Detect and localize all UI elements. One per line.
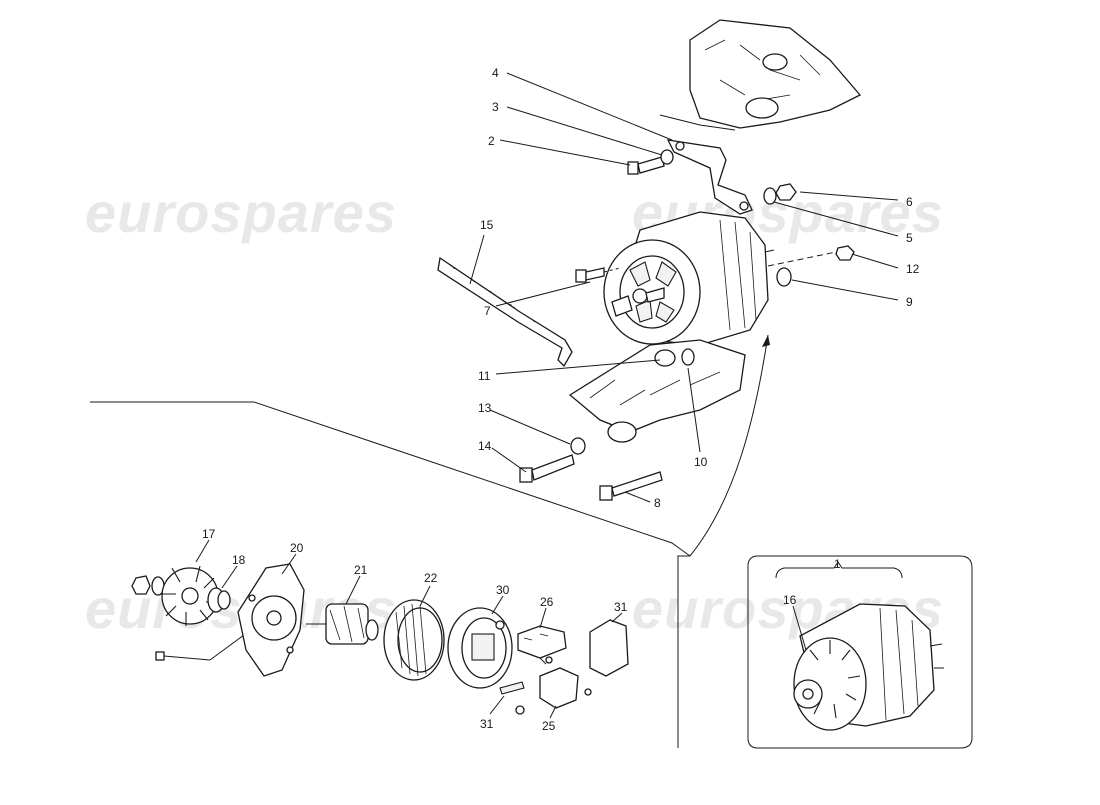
brush-holder-25: [539, 667, 592, 709]
callout-25: 25: [542, 719, 556, 733]
inset-panel: [747, 555, 973, 749]
bolt-2: [627, 156, 665, 175]
rear-housing-30: [447, 607, 513, 689]
callout-1: 1: [834, 557, 841, 571]
callout-12: 12: [906, 262, 920, 276]
through-bolt: [155, 634, 245, 661]
callout-3: 3: [492, 100, 499, 114]
callout-5: 5: [906, 231, 913, 245]
callout-8: 8: [654, 496, 661, 510]
nut-6: [775, 183, 797, 201]
fan-17: [161, 565, 219, 626]
callout-21: 21: [354, 563, 368, 577]
spacer-18: [207, 587, 231, 613]
lower-mount: [568, 339, 746, 443]
bolt-8: [599, 471, 663, 501]
washer-13: [570, 437, 586, 455]
cover-31: [589, 619, 629, 677]
leader-lines-bottom: [195, 539, 623, 719]
callout-7: 7: [484, 304, 491, 318]
bolt-14: [519, 454, 575, 483]
bolt-7: [575, 267, 621, 283]
callout-15: 15: [480, 218, 494, 232]
inset-alternator: [793, 603, 944, 731]
stator-22: [383, 599, 445, 681]
callout-16: 16: [783, 593, 797, 607]
leader-lines-top: [469, 72, 899, 503]
callout-26: 26: [540, 595, 554, 609]
callout-10: 10: [694, 455, 708, 469]
section-dividers: [90, 334, 770, 748]
watermarks: eurospares eurospares eurospares eurospa…: [85, 181, 943, 640]
callout-17: 17: [202, 527, 216, 541]
rotor-21: [306, 603, 379, 645]
callout-31-upper: 31: [614, 600, 628, 614]
alternator-main: [603, 211, 775, 346]
watermark-left-top: eurospares: [85, 181, 397, 244]
callout-31-lower: 31: [480, 717, 494, 731]
callout-13: 13: [478, 401, 492, 415]
callout-14: 14: [478, 439, 492, 453]
drive-belt: [437, 256, 573, 368]
callout-2: 2: [488, 134, 495, 148]
regulator-26: [517, 625, 567, 665]
callout-4: 4: [492, 66, 499, 80]
washer-5: [763, 187, 777, 205]
callout-22: 22: [424, 571, 438, 585]
callout-9: 9: [906, 295, 913, 309]
callout-18: 18: [232, 553, 246, 567]
callout-11: 11: [478, 369, 491, 383]
mounting-bracket: [666, 139, 753, 215]
washer-3: [660, 149, 674, 165]
exploded-parts: [131, 563, 629, 715]
washer-9: [776, 267, 792, 287]
nut-12: [835, 245, 855, 261]
callout-6: 6: [906, 195, 913, 209]
engine-block: [659, 19, 862, 131]
callout-labels: 4 3 2 6 5 12 9 15 7 11 13 14 10 8 17 18 …: [202, 66, 920, 733]
callout-20: 20: [290, 541, 304, 555]
front-housing-20: [237, 563, 305, 677]
clip-31: [499, 681, 525, 695]
callout-30: 30: [496, 583, 510, 597]
